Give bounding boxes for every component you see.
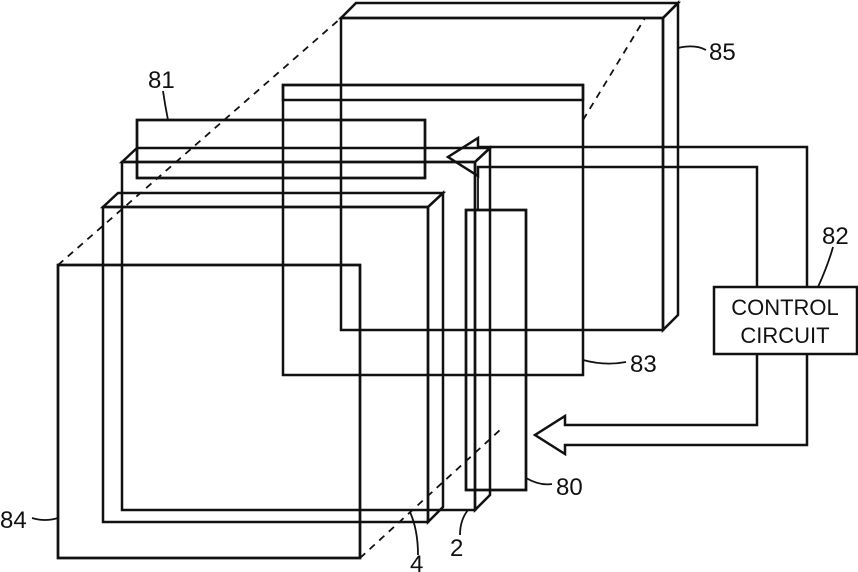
label-84: 84 [0, 507, 27, 534]
label-2: 2 [450, 535, 463, 562]
control-circuit-line1: CONTROL [731, 295, 839, 320]
control-circuit-box: CONTROL CIRCUIT [714, 287, 857, 354]
control-circuit-line2: CIRCUIT [740, 323, 829, 348]
label-80: 80 [556, 474, 583, 501]
plate-4 [103, 193, 443, 522]
arrow-to-81 [448, 138, 807, 287]
label-82: 82 [822, 223, 849, 250]
arrow-to-80 [535, 354, 807, 454]
plate-83 [283, 85, 583, 375]
label-4: 4 [410, 551, 423, 572]
label-85: 85 [709, 39, 736, 66]
label-81: 81 [148, 67, 175, 94]
label-83: 83 [630, 351, 657, 378]
